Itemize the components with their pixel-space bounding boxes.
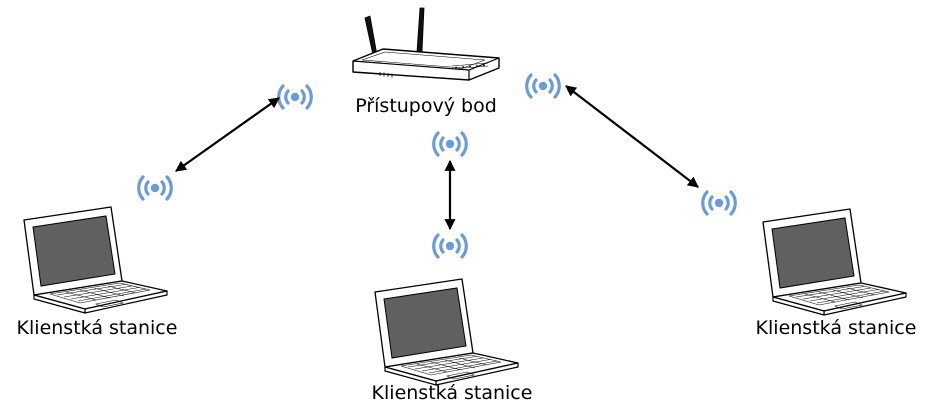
wifi-signal-icon — [137, 175, 173, 201]
laptop-icon — [762, 208, 907, 316]
station-label-middle: Klienstká stanice — [372, 382, 533, 404]
laptop-icon — [23, 206, 168, 314]
router-icon — [352, 7, 500, 81]
link-arrow-left — [175, 97, 280, 172]
wifi-signal-icon — [525, 73, 561, 99]
wifi-signal-icon — [432, 131, 468, 157]
laptop-icon — [374, 278, 519, 386]
wifi-signal-icon — [701, 190, 737, 216]
wifi-signal-icon — [277, 84, 313, 110]
access-point-label: Přístupový bod — [355, 95, 497, 117]
wifi-signal-icon — [432, 233, 468, 259]
station-label-left: Klienstká stanice — [17, 317, 178, 339]
station-label-right: Klienstká stanice — [756, 317, 917, 339]
link-arrow-right — [565, 85, 699, 188]
